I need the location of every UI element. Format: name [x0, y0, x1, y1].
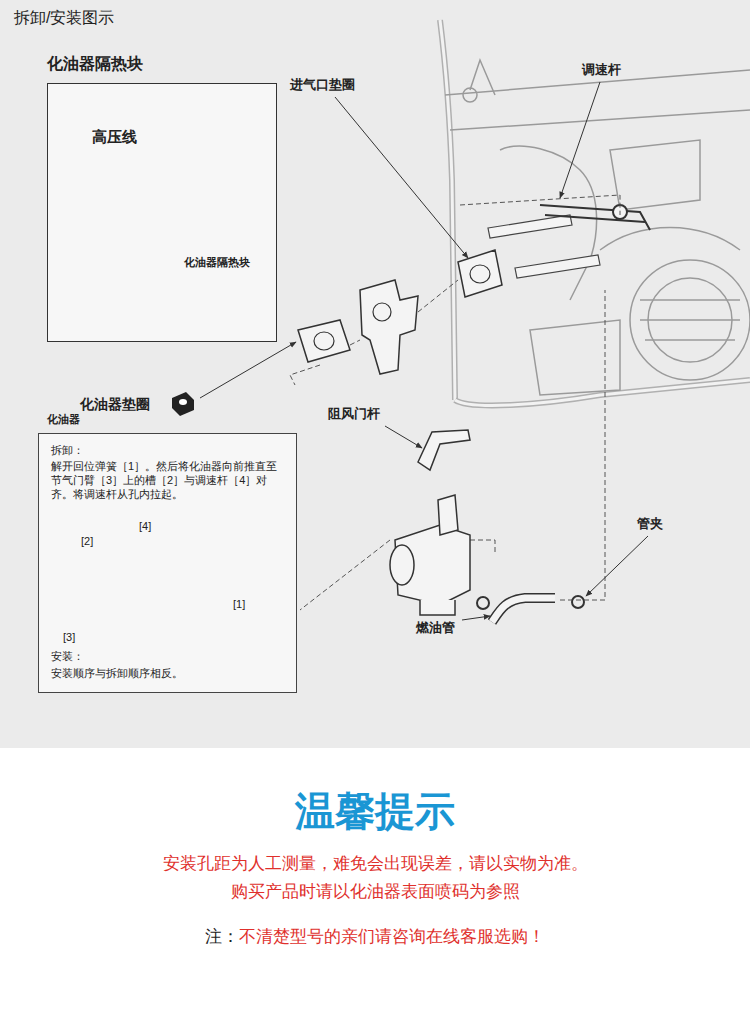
callout-number: [3] [63, 631, 75, 645]
alignment-lines [290, 195, 620, 610]
stud [488, 215, 572, 238]
step-heading: 拆卸： [51, 444, 84, 458]
rod [545, 215, 645, 222]
leader-line [560, 82, 600, 198]
step-text: 安装顺序与拆卸顺序相反。 [51, 667, 183, 681]
part-label: 管夹 [637, 516, 663, 532]
callout-number: [2] [81, 535, 93, 549]
tip-text: 购买产品时请以化油器表面喷码为参照 [0, 881, 750, 902]
leader-line [462, 616, 490, 620]
heat-insulator [360, 280, 418, 374]
tube-clip [477, 597, 489, 609]
note-prefix: 注： [205, 926, 239, 947]
tip-heading: 温馨提示 [0, 786, 750, 836]
tip-text: 安装孔距为人工测量，难免会出现误差，请以实物为准。 [0, 853, 750, 874]
callout-number: [1] [233, 598, 245, 612]
engine-curve [600, 228, 740, 251]
engine-pulley [630, 260, 750, 380]
dash-line [460, 195, 620, 215]
governor-rod [540, 205, 650, 230]
engine-block [530, 320, 620, 395]
dash-line [290, 365, 320, 385]
studs [488, 215, 600, 278]
frame-tube-shine [440, 20, 455, 400]
engine-cover [610, 140, 700, 210]
dash-line [350, 280, 458, 345]
inset-box: 化油器拆卸：解开回位弹簧［1］。然后将化油器向前推直至节气门臂［3］上的槽［2］… [38, 433, 297, 693]
dash-line [470, 540, 495, 555]
leader-line [385, 426, 422, 448]
inset-box: 化油器隔热块高压线化油器隔热块 [47, 83, 277, 342]
step-heading: 安装： [51, 650, 84, 664]
note-line: 注：不清楚型号的亲们请咨询在线客服选购！ [0, 926, 750, 947]
dash-line [560, 290, 605, 600]
tube-clip [572, 596, 584, 608]
part-label: 阻风门杆 [328, 406, 380, 422]
insulator-hole [373, 303, 391, 321]
rod [540, 205, 650, 230]
carburetor-top [438, 495, 458, 535]
leader-line [586, 536, 648, 596]
frame-tube [440, 20, 455, 400]
dash-line [300, 540, 390, 610]
part-label: 燃油管 [416, 620, 455, 636]
leader-line [200, 342, 296, 398]
fuel-tube-inner [492, 598, 555, 622]
box-heading: 化油器 [47, 413, 80, 427]
intake-gasket [458, 250, 502, 297]
part-label: 高压线 [92, 128, 137, 147]
section-heading: 化油器隔热块 [47, 54, 143, 74]
leader-line [335, 97, 468, 258]
engine-fins [640, 300, 740, 340]
carburetor-gasket [298, 320, 350, 362]
callout-number: [4] [139, 520, 151, 534]
part-label: 进气口垫圈 [290, 77, 355, 93]
part-label: 调速杆 [582, 62, 621, 78]
stud [515, 255, 600, 278]
gasket-icon-hole [179, 399, 187, 405]
carburetor [390, 495, 470, 615]
frame-tube [455, 380, 750, 405]
carburetor-bore [390, 545, 414, 585]
engine-bolt [463, 88, 477, 102]
engine-edge [450, 110, 750, 130]
engine-sketch [440, 20, 750, 405]
float-bowl [420, 600, 455, 615]
part-label: 化油器垫圈 [80, 396, 150, 414]
part-label: 化油器隔热块 [184, 256, 250, 270]
step-text: 解开回位弹簧［1］。然后将化油器向前推直至节气门臂［3］上的槽［2］与调速杆［4… [51, 459, 287, 501]
gasket-hole [314, 332, 334, 350]
note-text: 不清楚型号的亲们请咨询在线客服选购！ [239, 926, 545, 947]
fuel-tube [492, 598, 555, 622]
gasket-hole [470, 265, 490, 283]
page-title: 拆卸/安装图示 [14, 8, 114, 28]
frame-tube-shine [455, 380, 750, 405]
choke-lever [418, 430, 470, 470]
gasket-icon [172, 392, 194, 416]
